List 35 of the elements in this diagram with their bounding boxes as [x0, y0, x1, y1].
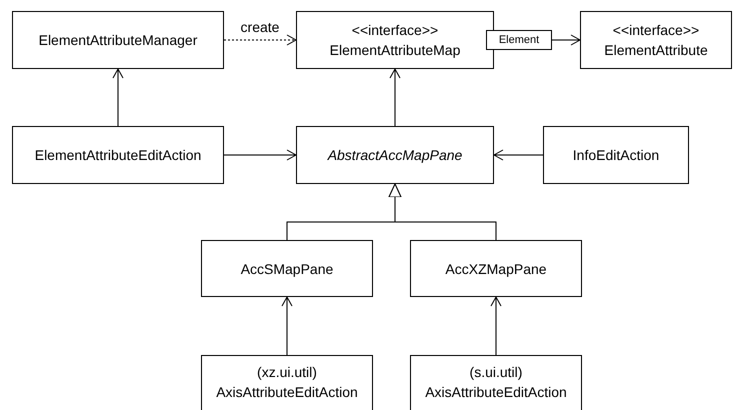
class-name: AccXZMapPane [445, 260, 547, 278]
class-box [410, 240, 582, 297]
class-name: ElementAttributeManager [38, 31, 198, 50]
stereotype-text: <<interface>> [352, 21, 438, 40]
class-name: Element [498, 34, 540, 46]
class-box [201, 355, 373, 410]
class-name: AccSMapPane [240, 260, 334, 278]
class-name: AxisAttributeEditAction [425, 383, 567, 402]
class-box [296, 11, 494, 69]
class-box [543, 126, 689, 184]
class-box [201, 240, 373, 297]
class-box [12, 11, 224, 69]
arrow [390, 68, 400, 126]
inheritance-arrow [388, 184, 496, 240]
class-name: AbstractAccMapPane [328, 146, 462, 165]
class-name: ElementAttributeEditAction [34, 146, 202, 165]
arrow [494, 150, 544, 160]
class-box [580, 11, 732, 69]
stereotype-text: (s.ui.util) [470, 363, 522, 382]
arrow [224, 150, 296, 160]
class-name: ElementAttribute [604, 41, 708, 60]
class-box [12, 126, 224, 184]
class-name: AxisAttributeEditAction [216, 383, 358, 402]
arrow [282, 296, 292, 356]
class-box [410, 355, 582, 410]
stereotype-text: <<interface>> [612, 21, 700, 40]
arrow [224, 34, 296, 46]
arrow [112, 68, 124, 126]
stereotype-text: (xz.ui.util) [257, 363, 317, 382]
arrow [552, 34, 580, 46]
qualifier-box [486, 30, 552, 50]
class-name: ElementAttributeMap [330, 41, 460, 60]
arrow [490, 296, 502, 356]
class-name: InfoEditAction [572, 146, 660, 165]
class-box [296, 126, 494, 184]
